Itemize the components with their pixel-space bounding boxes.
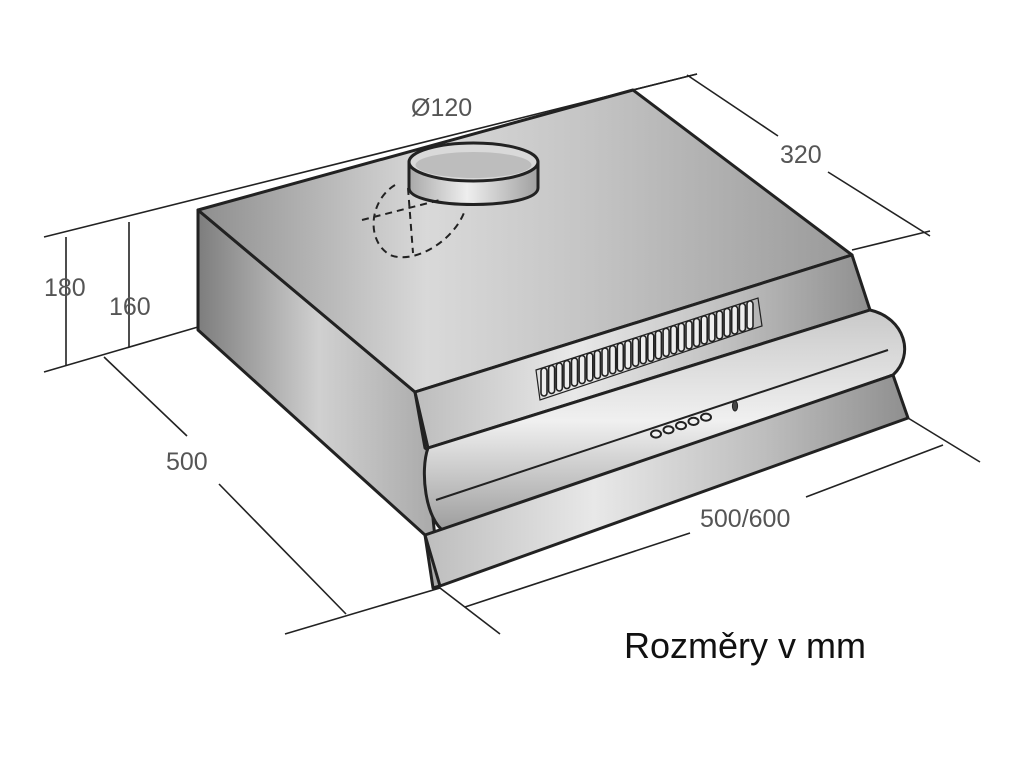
duct-collar-inner — [415, 152, 532, 178]
hidden-outlet-axis-h — [361, 199, 441, 221]
control-button[interactable] — [662, 425, 675, 435]
vent-slot — [746, 300, 754, 330]
vent-slot — [662, 327, 670, 358]
vent-slot — [738, 302, 747, 333]
dim-line-500-a — [103, 356, 188, 437]
vent-slot — [624, 339, 632, 370]
vent-slot — [692, 317, 701, 348]
dim-extension-bottom-front — [284, 587, 441, 635]
dimension-lines — [43, 73, 981, 635]
vent-slot — [585, 352, 594, 382]
control-button[interactable] — [687, 416, 700, 426]
dimension-label-height-total: 180 — [44, 274, 86, 302]
dimension-label-duct-diameter: Ø120 — [411, 94, 472, 122]
hood-roll-line — [435, 349, 889, 501]
vent-slot — [547, 364, 556, 395]
vent-slot — [685, 320, 693, 350]
dim-extension-top — [43, 73, 698, 238]
dim-line-500-b — [218, 483, 347, 615]
vent-slot — [563, 359, 571, 390]
indicator-light — [731, 400, 739, 412]
dim-line-320-b — [827, 171, 931, 237]
dim-extension-320-a — [632, 73, 698, 91]
dimension-label-depth-top: 320 — [780, 141, 822, 169]
vent-slot — [723, 307, 731, 338]
vent-slot — [677, 322, 686, 353]
vent-slot — [578, 354, 586, 385]
vent-slot — [654, 329, 663, 360]
hidden-outlet-axis-v — [407, 187, 414, 254]
vent-slot — [555, 362, 564, 392]
exhaust-duct — [361, 141, 540, 259]
vent-slot — [601, 347, 609, 377]
dimension-label-depth-side: 500 — [166, 448, 208, 476]
vent-slot — [669, 324, 678, 355]
control-buttons — [650, 400, 739, 439]
vent-slot — [646, 332, 655, 363]
vent-slot — [715, 310, 724, 340]
vent-slot — [570, 357, 579, 387]
dim-line-width-a — [464, 532, 691, 608]
dim-extension-right — [907, 417, 981, 463]
dim-extension-bottom-left — [43, 326, 199, 373]
control-button[interactable] — [650, 429, 662, 439]
vent-grille — [535, 297, 763, 401]
vent-grille-frame — [535, 297, 763, 401]
vent-slot — [540, 367, 548, 397]
vent-slot — [631, 337, 640, 368]
vent-slot — [639, 334, 648, 365]
control-button[interactable] — [675, 421, 687, 431]
dim-extension-front-left — [439, 587, 501, 635]
vent-slot — [708, 312, 716, 343]
vent-slot — [730, 305, 739, 335]
vent-slot — [608, 344, 617, 375]
caption-units: Rozměry v mm — [624, 625, 866, 666]
vent-slot — [616, 342, 625, 373]
dim-line-width-b — [805, 444, 944, 498]
dim-extension-320-b — [851, 230, 931, 251]
vent-slot — [700, 315, 709, 345]
vent-slot — [593, 349, 602, 380]
dim-line-320-a — [686, 74, 779, 137]
hidden-outlet-circle — [372, 184, 466, 259]
dimension-label-height-body: 160 — [109, 293, 151, 321]
dimension-label-width: 500/600 — [700, 505, 790, 533]
control-button[interactable] — [700, 412, 712, 422]
